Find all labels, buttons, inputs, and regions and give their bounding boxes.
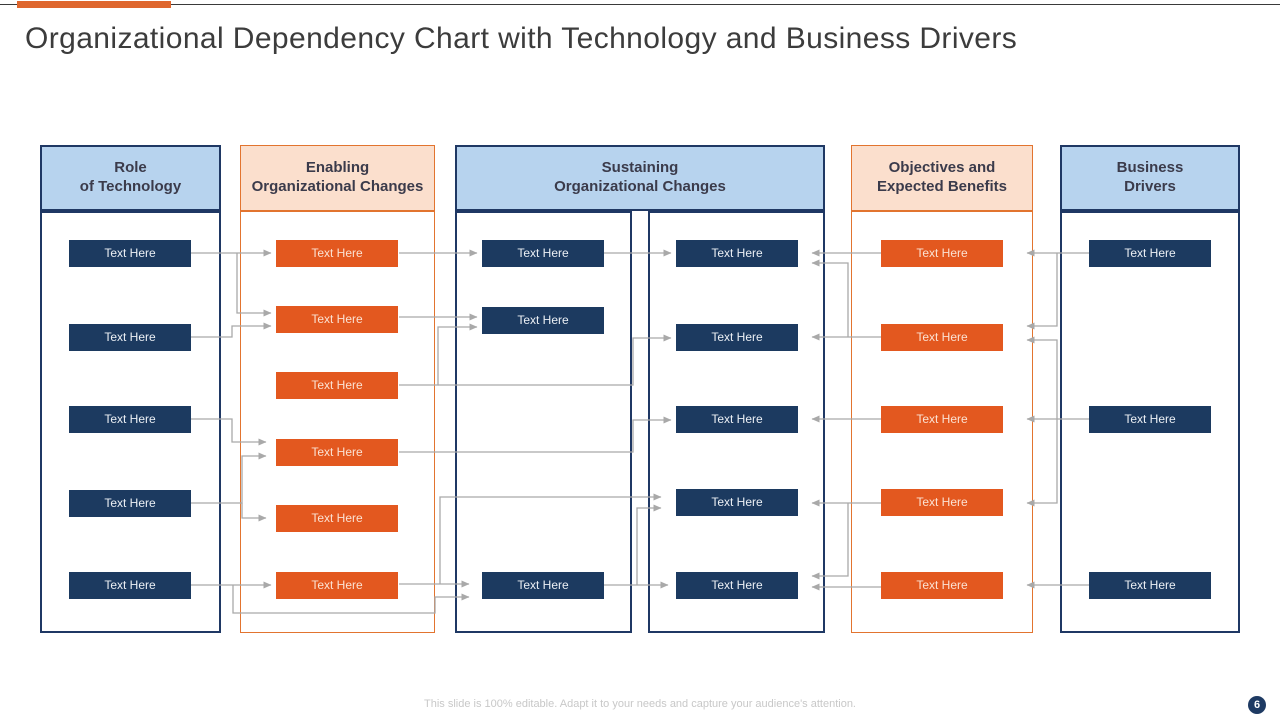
column-body-business-drivers	[1060, 211, 1240, 633]
column-role-of-technology: Role of Technology	[40, 145, 221, 633]
page-title: Organizational Dependency Chart with Tec…	[25, 22, 1018, 55]
column-header-sustaining-organizational-changes: Sustaining Organizational Changes	[455, 145, 825, 211]
column-objectives-and-expected-benefits: Objectives and Expected Benefits	[851, 145, 1033, 633]
footer-note: This slide is 100% editable. Adapt it to…	[424, 698, 856, 710]
column-header-enabling-organizational-changes: Enabling Organizational Changes	[240, 145, 435, 211]
column-body-role-of-technology	[40, 211, 221, 633]
column-header-role-of-technology: Role of Technology	[40, 145, 221, 211]
column-body-enabling-organizational-changes	[240, 211, 435, 633]
subcolumn-sustaining-left	[455, 211, 632, 633]
subcolumn-sustaining-right	[648, 211, 825, 633]
column-body-sustaining-organizational-changes	[455, 211, 825, 633]
column-header-business-drivers: Business Drivers	[1060, 145, 1240, 211]
top-rule	[0, 4, 1280, 5]
page-number-badge: 6	[1248, 696, 1266, 714]
column-enabling-organizational-changes: Enabling Organizational Changes	[240, 145, 435, 633]
column-header-objectives-and-expected-benefits: Objectives and Expected Benefits	[851, 145, 1033, 211]
column-body-objectives-and-expected-benefits	[851, 211, 1033, 633]
accent-bar	[17, 1, 171, 8]
column-sustaining-organizational-changes: Sustaining Organizational Changes	[455, 145, 825, 633]
column-business-drivers: Business Drivers	[1060, 145, 1240, 633]
